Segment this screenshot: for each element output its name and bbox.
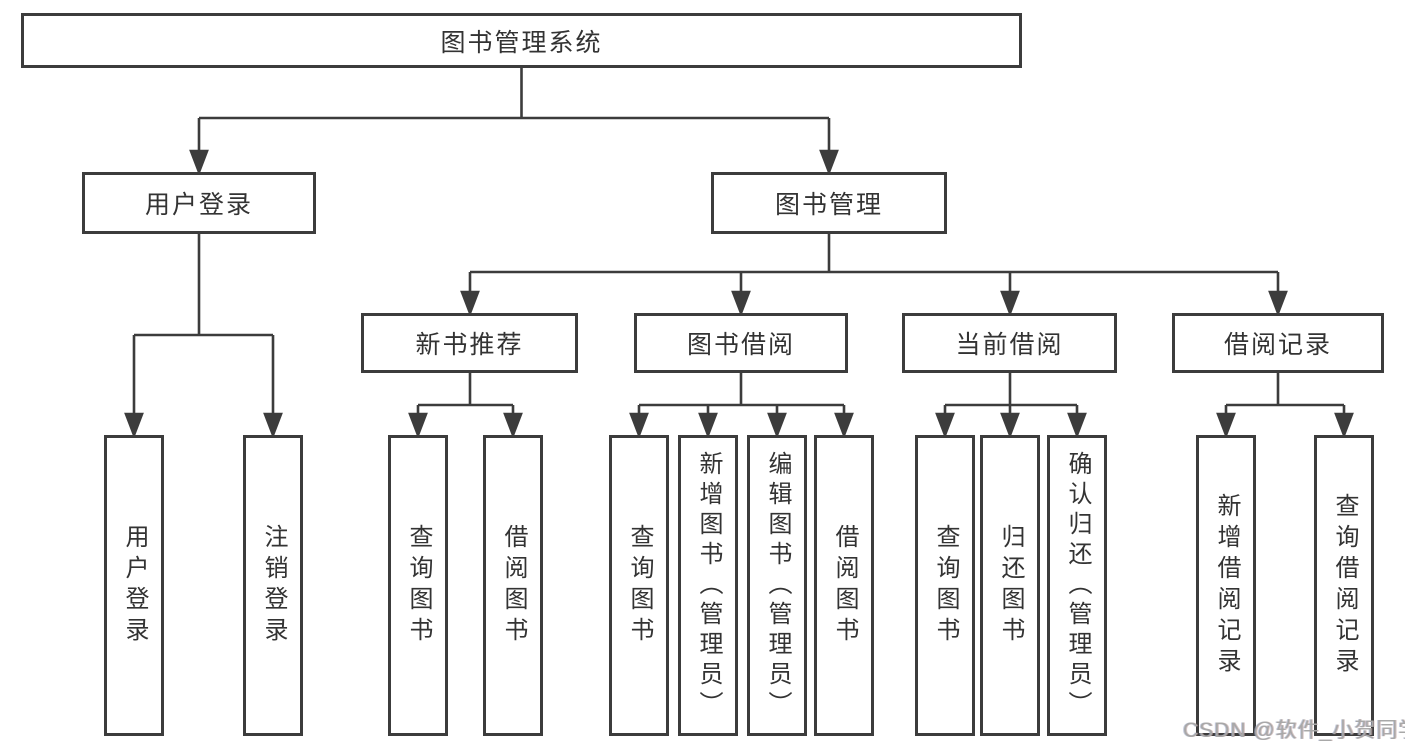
leaf-add-borrow-record: 新增借阅记录 [1196, 435, 1256, 736]
leaf-query-borrow-record: 查询借阅记录 [1314, 435, 1374, 736]
node-root: 图书管理系统 [21, 13, 1022, 68]
connectors-root [189, 68, 839, 176]
connectors-user-login [124, 234, 283, 439]
leaf-logout: 注销登录 [243, 435, 303, 736]
connectors-current-borrow [935, 373, 1087, 439]
leaf-query-books-borrow: 查询图书 [609, 435, 669, 736]
node-borrow-records: 借阅记录 [1172, 313, 1384, 373]
leaf-borrow-books: 借阅图书 [814, 435, 874, 736]
node-new-book-recommend: 新书推荐 [361, 313, 578, 373]
connectors-book-borrow [629, 373, 854, 439]
csdn-watermark: CSDN @软件_小贺同学 [1183, 719, 1405, 742]
leaf-edit-book-admin: 编辑图书（管理员） [747, 435, 807, 736]
leaf-confirm-return-admin: 确认归还（管理员） [1047, 435, 1107, 736]
leaf-return-book: 归还图书 [980, 435, 1040, 736]
leaf-borrow-books-recommend: 借阅图书 [483, 435, 543, 736]
leaf-add-book-admin: 新增图书（管理员） [678, 435, 738, 736]
leaf-query-books-recommend: 查询图书 [388, 435, 448, 736]
connectors-book-management [460, 234, 1288, 317]
node-book-borrow: 图书借阅 [634, 313, 848, 373]
node-current-borrow: 当前借阅 [902, 313, 1117, 373]
leaf-user-login: 用户登录 [104, 435, 164, 736]
connectors-new-book-recommend [408, 373, 523, 439]
node-user-login: 用户登录 [82, 172, 316, 234]
leaf-query-books-current: 查询图书 [915, 435, 975, 736]
connectors-borrow-records [1216, 373, 1354, 439]
node-book-management: 图书管理 [711, 172, 947, 234]
